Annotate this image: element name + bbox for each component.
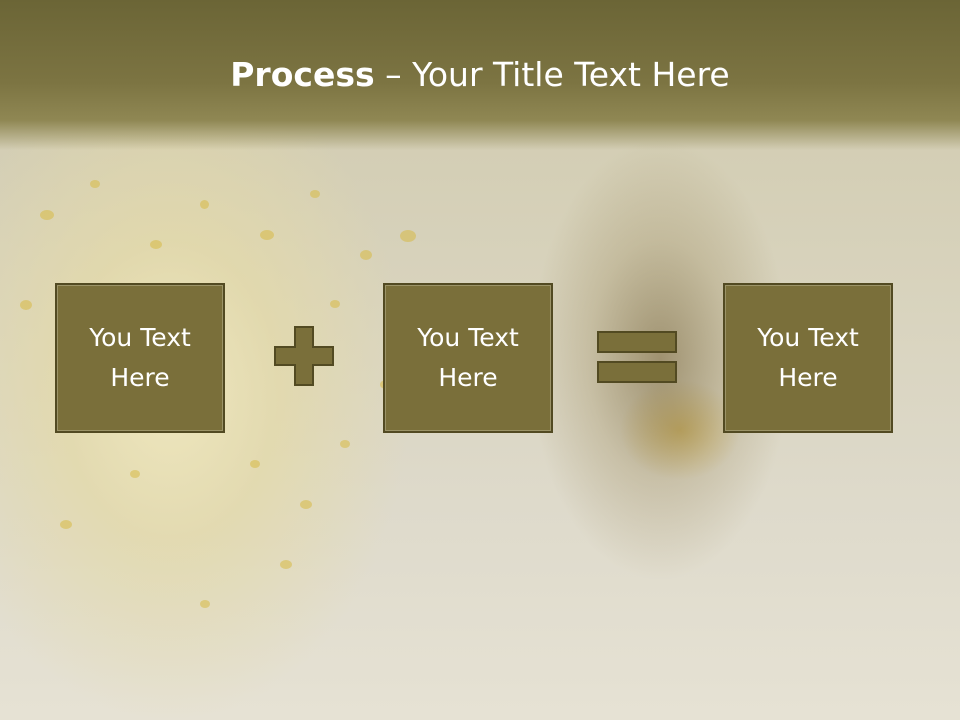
equals-icon — [597, 331, 677, 383]
process-box-3[interactable]: You Text Here — [723, 283, 893, 433]
title-rest: – Your Title Text Here — [374, 55, 730, 94]
process-box-1[interactable]: You Text Here — [55, 283, 225, 433]
box-2-line-1: You Text — [417, 323, 519, 352]
title-bold: Process — [230, 55, 375, 94]
box-3-line-1: You Text — [757, 323, 859, 352]
slide-title: Process – Your Title Text Here — [0, 54, 960, 96]
plus-icon — [274, 326, 334, 386]
box-3-line-2: Here — [778, 363, 838, 392]
box-2-line-2: Here — [438, 363, 498, 392]
box-1-line-1: You Text — [89, 323, 191, 352]
process-box-2[interactable]: You Text Here — [383, 283, 553, 433]
title-bar — [0, 0, 960, 150]
box-1-line-2: Here — [110, 363, 170, 392]
